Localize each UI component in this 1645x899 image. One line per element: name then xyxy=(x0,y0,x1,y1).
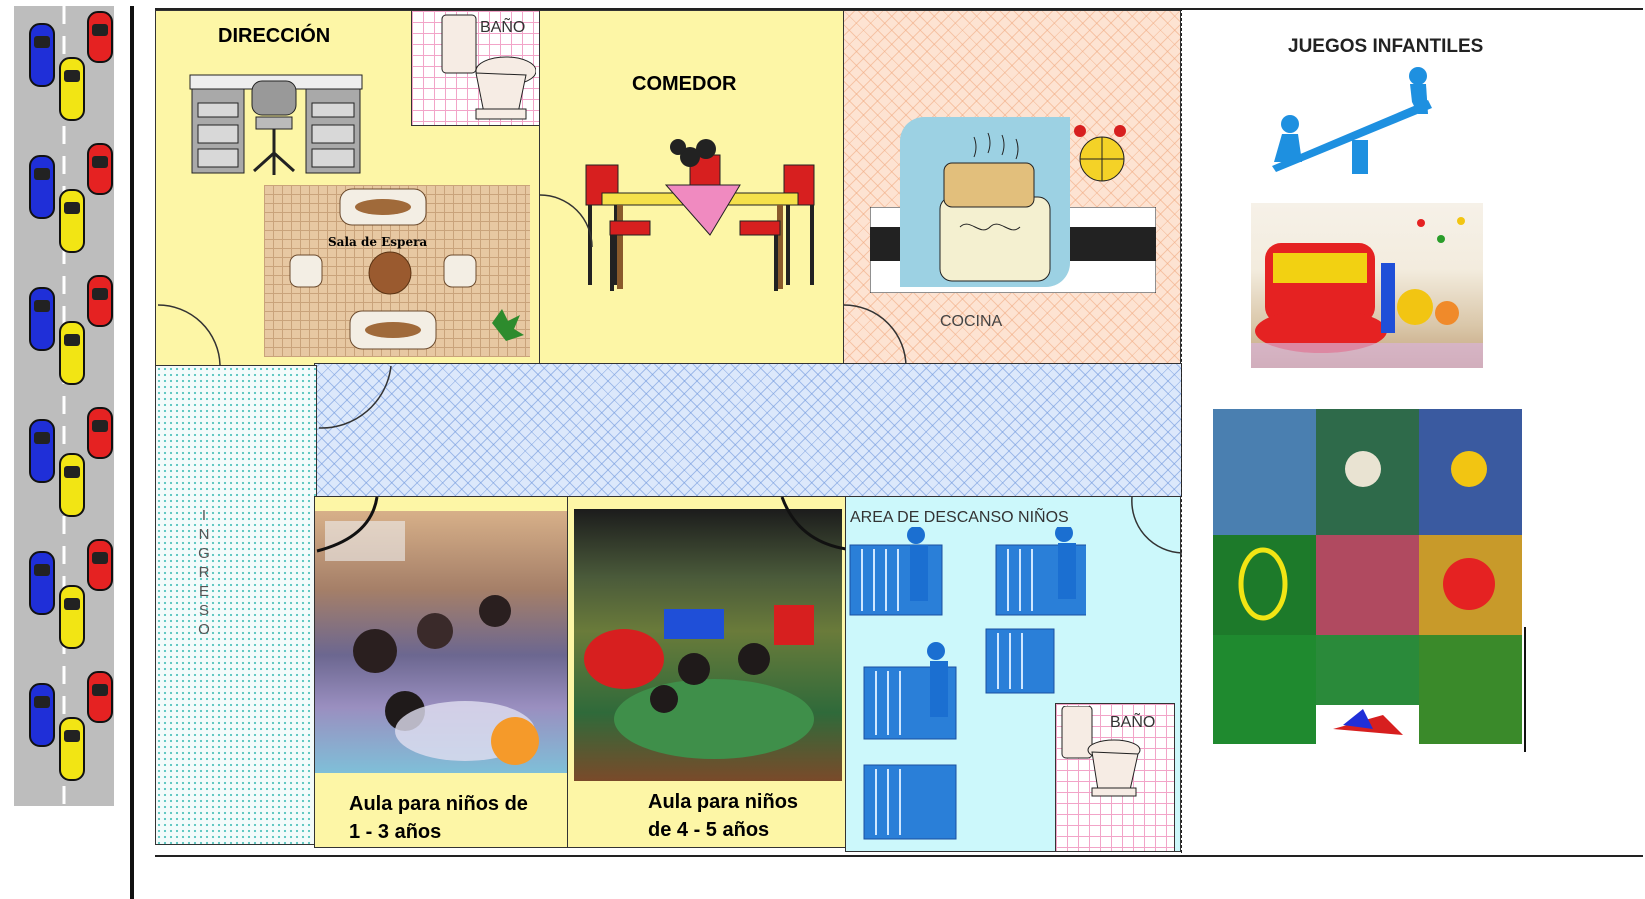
car-icon xyxy=(59,717,85,781)
cribs-icon xyxy=(849,527,1086,840)
sala-espera-area: Sala de Espera xyxy=(264,185,530,357)
play-collage-photo xyxy=(1213,409,1522,744)
aula2-line1: Aula para niños xyxy=(648,791,799,813)
door-arc-icon xyxy=(318,365,392,429)
car-icon xyxy=(29,155,55,219)
ingreso-letter: N xyxy=(198,526,210,543)
door-arc-icon xyxy=(780,497,847,551)
ingreso-area: I N G R E S O xyxy=(155,365,317,845)
car-icon xyxy=(59,453,85,517)
descanso-room: AREA DE DESCANSO NIÑOS xyxy=(845,496,1183,852)
car-icon xyxy=(87,11,113,63)
bano-top-label: BAÑO xyxy=(480,19,526,36)
cars-icon xyxy=(29,11,113,781)
collage-edge xyxy=(1524,627,1526,752)
aula1-line1: Aula para niños de xyxy=(349,793,528,815)
toilet-icon xyxy=(1061,706,1141,797)
aula1-line2: 1 - 3 años xyxy=(349,821,442,843)
car-icon xyxy=(29,419,55,483)
car-icon xyxy=(29,551,55,615)
juegos-area: JUEGOS INFANTILES xyxy=(1184,10,1643,852)
direccion-title: DIRECCIÓN xyxy=(218,25,331,47)
car-icon xyxy=(87,671,113,723)
sala-espera-title: Sala de Espera xyxy=(328,235,428,249)
car-icon xyxy=(29,287,55,351)
aula2-line2: de 4 - 5 años xyxy=(648,819,770,841)
dining-table-icon xyxy=(585,139,815,291)
juegos-title: JUEGOS INFANTILES xyxy=(1288,36,1484,57)
car-icon xyxy=(29,683,55,747)
cocina-room: COCINA xyxy=(843,10,1181,367)
comedor-room: COMEDOR xyxy=(539,10,844,366)
toaster-icon xyxy=(900,117,1070,287)
ingreso-letter: G xyxy=(198,545,210,562)
playground-boundary xyxy=(1181,8,1182,853)
ingreso-letter: S xyxy=(198,602,209,619)
street-divider xyxy=(130,6,134,899)
ingreso-letters: I N G R E S O xyxy=(196,506,212,639)
car-icon xyxy=(87,143,113,195)
building-outline xyxy=(155,8,1643,857)
ingreso-letter: I xyxy=(201,507,207,524)
ingreso-letter: O xyxy=(198,621,210,638)
descanso-label: AREA DE DESCANSO NIÑOS xyxy=(850,509,1069,526)
aula2-room: Aula para niños de 4 - 5 años xyxy=(567,496,847,848)
street-lines xyxy=(62,6,66,806)
door-arc-icon xyxy=(540,194,593,248)
door-arc-icon xyxy=(844,304,907,367)
door-arc-icon xyxy=(316,497,379,553)
door-arc-icon xyxy=(1131,497,1183,554)
bano-top-room: BAÑO xyxy=(411,10,540,126)
direccion-room: DIRECCIÓN Sala de Espera xyxy=(155,10,540,366)
ingreso-letter: E xyxy=(198,583,209,600)
comedor-title: COMEDOR xyxy=(632,73,737,95)
car-icon xyxy=(59,57,85,121)
bano-bottom-room: BAÑO xyxy=(1055,703,1175,852)
car-icon xyxy=(87,539,113,591)
car-icon xyxy=(59,585,85,649)
corridor xyxy=(314,363,1182,497)
car-icon xyxy=(59,321,85,385)
car-icon xyxy=(59,189,85,253)
bouncy-castle-photo xyxy=(1251,203,1483,368)
seesaw-icon xyxy=(1272,67,1432,174)
aula2-photo xyxy=(574,509,842,781)
car-icon xyxy=(87,407,113,459)
door-arc-icon xyxy=(157,304,221,366)
cocina-label: COCINA xyxy=(940,313,1003,330)
ingreso-letter: R xyxy=(198,564,210,581)
toilet-icon xyxy=(441,14,536,120)
desk-icon xyxy=(189,74,363,175)
aula1-room: Aula para niños de 1 - 3 años xyxy=(314,496,568,848)
waiting-furniture-icon xyxy=(289,188,524,350)
bano-bottom-label: BAÑO xyxy=(1110,714,1156,731)
car-icon xyxy=(87,275,113,327)
aula1-photo xyxy=(315,511,567,773)
food-icon xyxy=(1074,125,1126,182)
cars-column xyxy=(14,6,114,806)
car-icon xyxy=(29,23,55,87)
